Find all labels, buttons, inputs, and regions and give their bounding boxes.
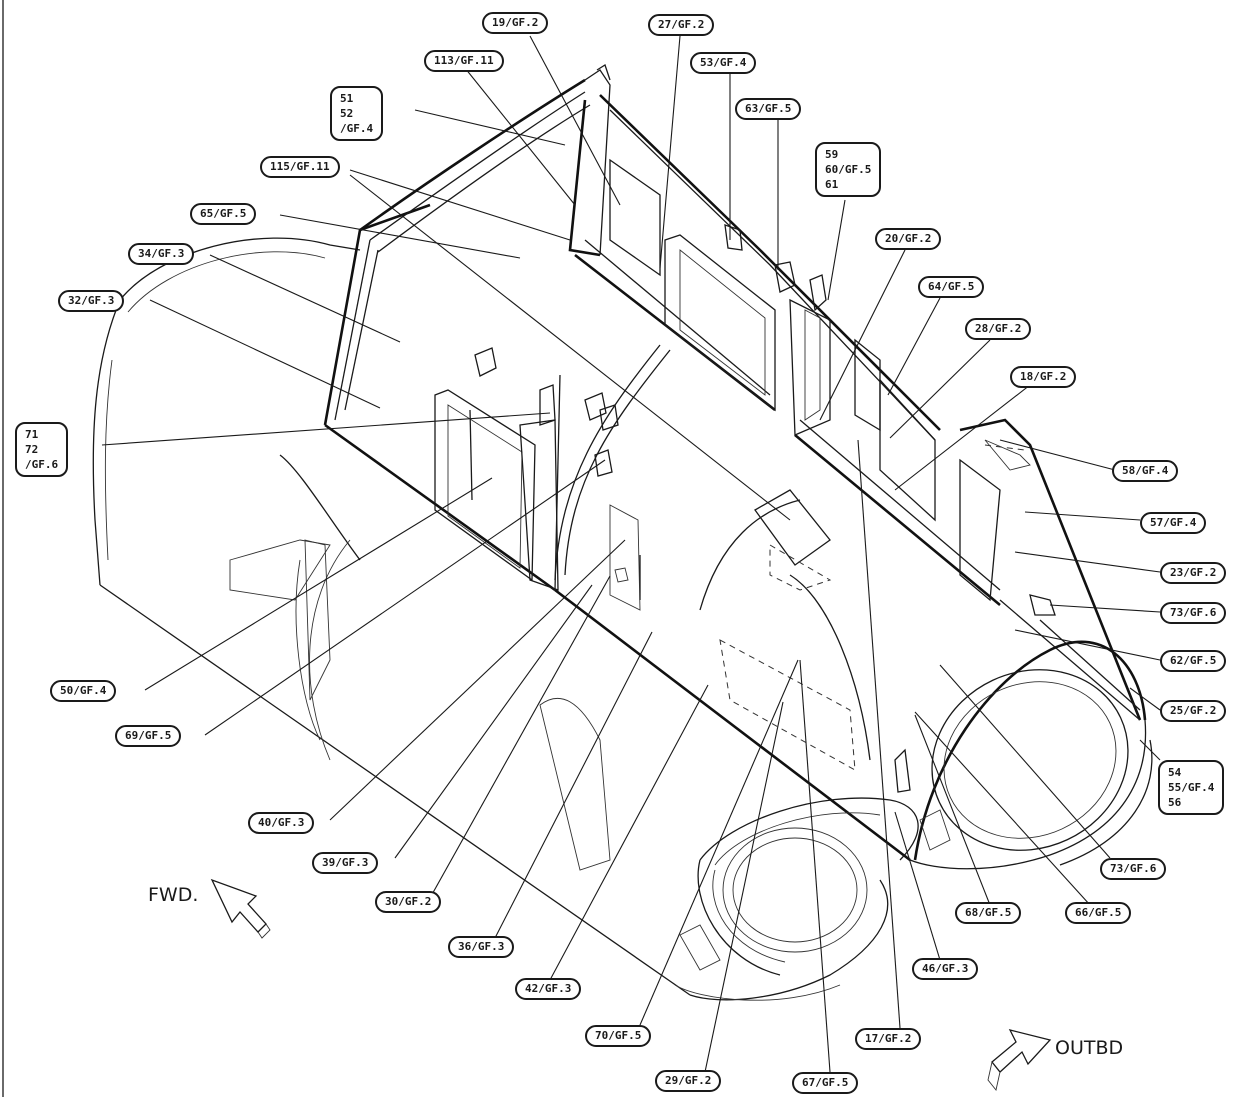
callout-29-gf2: 29/GF.2 — [655, 1070, 722, 1092]
callout-113-gf11: 113/GF.11 — [424, 50, 504, 72]
interior-bulkhead — [554, 344, 671, 611]
callout-53-gf4: 53/GF.4 — [690, 52, 757, 74]
lower-skin-outline — [92, 237, 889, 1001]
callout-30-gf2: 30/GF.2 — [375, 891, 442, 913]
callout-25-gf2: 25/GF.2 — [1160, 700, 1227, 722]
callout-17-gf2: 17/GF.2 — [855, 1028, 922, 1050]
callout-36-gf3: 36/GF.3 — [448, 936, 515, 958]
upper-arch-frame — [359, 64, 611, 257]
callout-28-gf2: 28/GF.2 — [965, 318, 1032, 340]
outboard-ring-frame — [894, 640, 1153, 870]
inboard-wall — [323, 203, 911, 862]
callout-27-gf2: 27/GF.2 — [648, 14, 715, 36]
callout-67-gf5: 67/GF.5 — [792, 1072, 859, 1094]
callout-71-72-gf6: 71 72 /GF.6 — [15, 422, 69, 477]
callout-59-60-61-gf5: 59 60/GF.5 61 — [815, 142, 882, 197]
callout-70-gf5: 70/GF.5 — [585, 1025, 652, 1047]
callout-40-gf3: 40/GF.3 — [248, 812, 315, 834]
callout-20-gf2: 20/GF.2 — [875, 228, 942, 250]
callout-50-gf4: 50/GF.4 — [50, 680, 117, 702]
upper-tabs — [724, 224, 827, 312]
outboard-end-cap — [959, 418, 1142, 721]
callout-73-gf6-b: 73/GF.6 — [1100, 858, 1167, 880]
lower-doublers — [229, 539, 721, 971]
central-hatch — [699, 489, 871, 771]
callout-46-gf3: 46/GF.3 — [912, 958, 979, 980]
fwd-arrow — [210, 878, 271, 939]
callout-58-gf4: 58/GF.4 — [1112, 460, 1179, 482]
callout-32-gf3: 32/GF.3 — [58, 290, 125, 312]
upper-frame-windows — [609, 158, 1001, 602]
callout-66-gf5: 66/GF.5 — [1065, 902, 1132, 924]
callout-57-gf4: 57/GF.4 — [1140, 512, 1207, 534]
callout-73-gf6-a: 73/GF.6 — [1160, 602, 1227, 624]
callout-19-gf2: 19/GF.2 — [482, 12, 549, 34]
callout-64-gf5: 64/GF.5 — [918, 276, 985, 298]
leader-lines — [101, 35, 1161, 1073]
small-clips — [474, 347, 619, 477]
callout-62-gf5: 62/GF.5 — [1160, 650, 1227, 672]
outbd-arrow — [987, 1029, 1052, 1092]
access-door-panel — [434, 384, 559, 591]
callout-34-gf3: 34/GF.3 — [128, 243, 195, 265]
lower-oval-ring — [697, 797, 919, 976]
callout-65-gf5: 65/GF.5 — [190, 203, 257, 225]
callout-42-gf3: 42/GF.3 — [515, 978, 582, 1000]
callout-115-gf11: 115/GF.11 — [260, 156, 340, 178]
callout-68-gf5: 68/GF.5 — [955, 902, 1022, 924]
callout-54-55-56-gf4: 54 55/GF.4 56 — [1158, 760, 1225, 815]
callout-63-gf5: 63/GF.5 — [735, 98, 802, 120]
fwd-label: FWD. — [148, 884, 199, 906]
callout-51-52-gf4: 51 52 /GF.4 — [330, 86, 384, 141]
callout-18-gf2: 18/GF.2 — [1010, 366, 1077, 388]
callout-69-gf5: 69/GF.5 — [115, 725, 182, 747]
outbd-label: OUTBD — [1055, 1037, 1124, 1059]
outboard-upper-frame — [574, 94, 1001, 607]
callout-23-gf2: 23/GF.2 — [1160, 562, 1227, 584]
callout-39-gf3: 39/GF.3 — [312, 852, 379, 874]
